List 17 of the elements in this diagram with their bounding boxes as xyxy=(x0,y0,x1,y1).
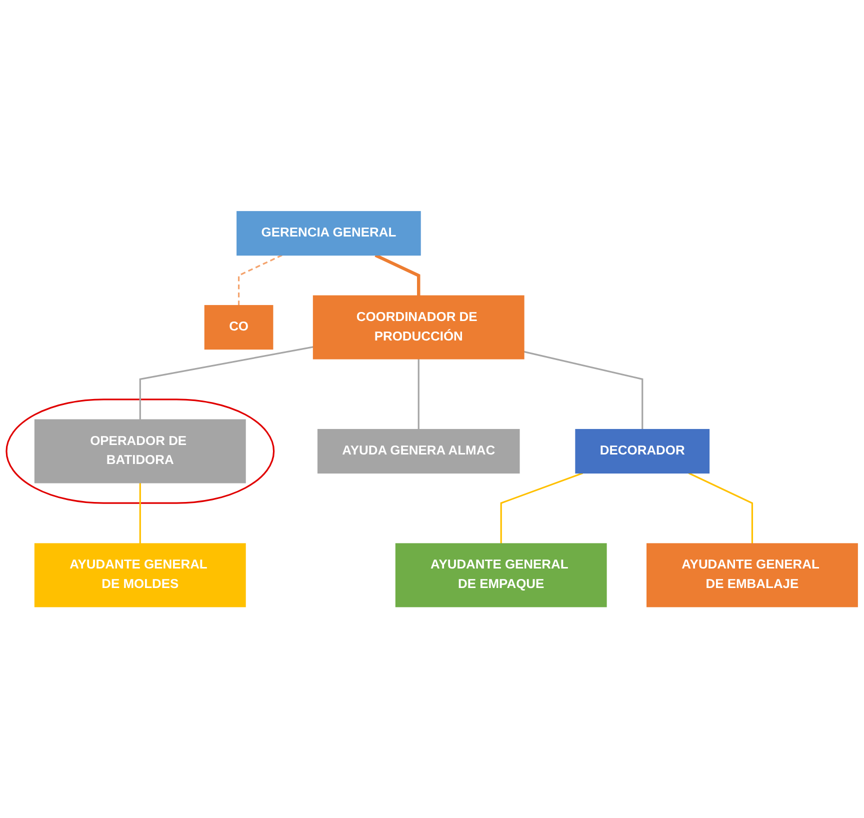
connector xyxy=(524,350,644,430)
node-box: OPERADOR DE BATIDORA xyxy=(34,419,246,484)
node-box: AYUDANTE GENERAL DE MOLDES xyxy=(34,543,246,608)
node-box: CO xyxy=(204,304,274,350)
node-box: GERENCIA GENERAL xyxy=(236,210,421,256)
node-box: AYUDANTE GENERAL DE EMBALAJE xyxy=(646,543,858,608)
connector xyxy=(418,358,420,430)
node-box: DECORADOR xyxy=(575,428,710,474)
connector xyxy=(374,254,420,296)
node-box: AYUDA GENERA ALMAC xyxy=(317,428,520,474)
cluster xyxy=(6,398,275,504)
connector xyxy=(139,346,314,420)
connector xyxy=(688,472,754,544)
node-box: AYUDANTE GENERAL DE EMPAQUE xyxy=(395,543,607,608)
node-box: COORDINADOR DE PRODUCCIÓN xyxy=(312,295,524,360)
connector xyxy=(500,472,584,544)
connector xyxy=(139,482,141,544)
